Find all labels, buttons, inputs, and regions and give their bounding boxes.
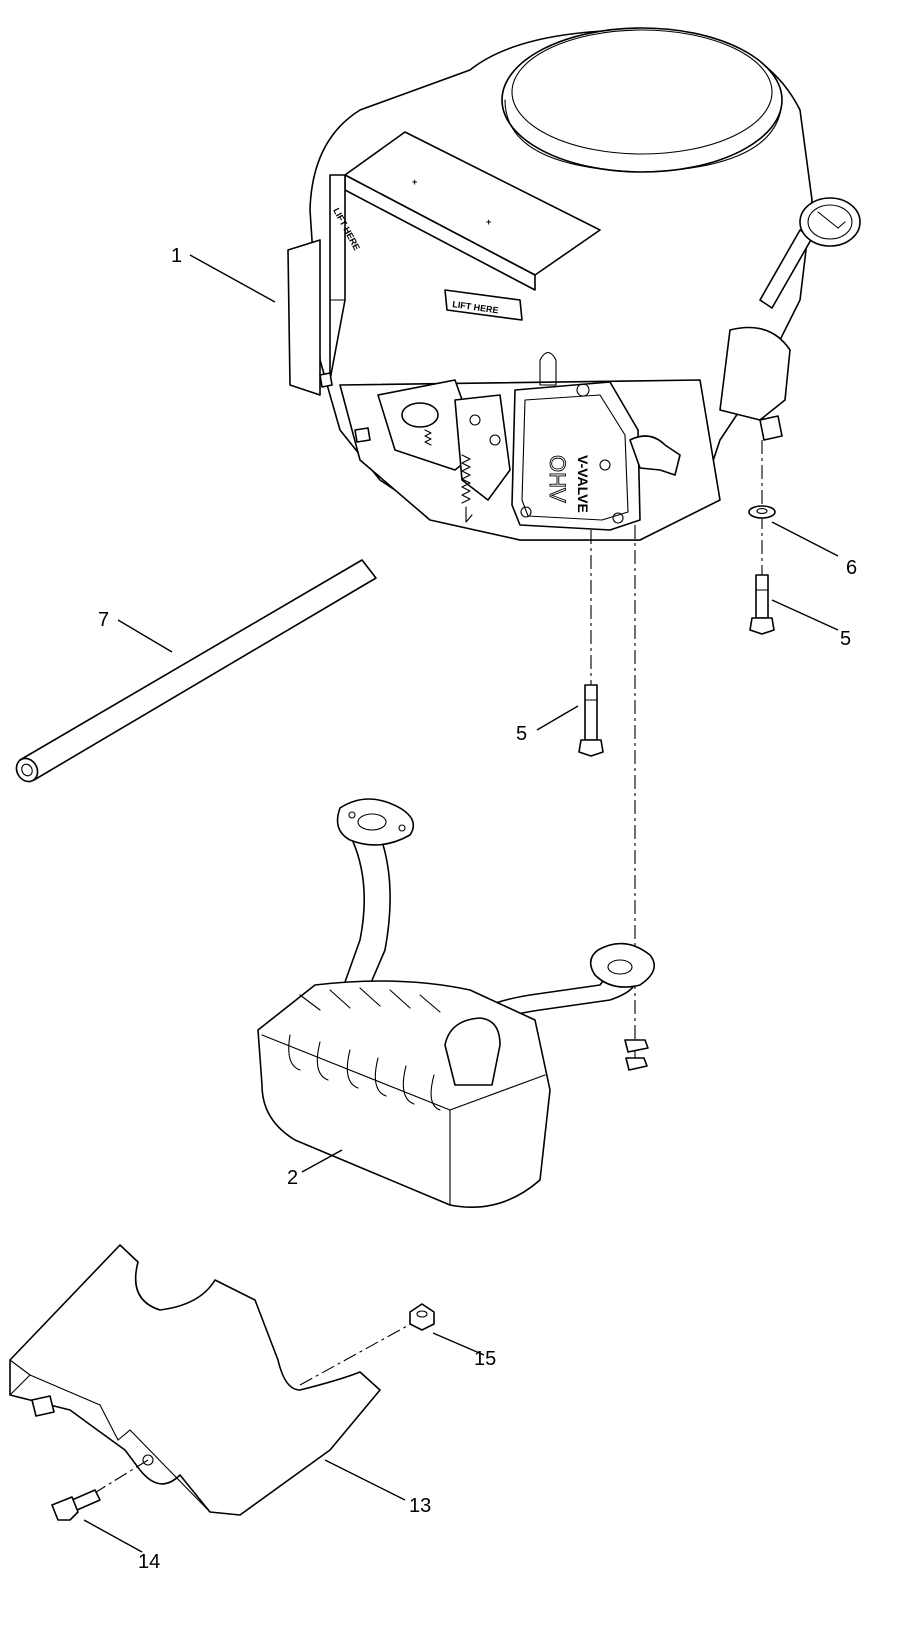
leader-shield-bolt xyxy=(83,1519,143,1553)
washer-part xyxy=(748,505,776,519)
v-valve-marking: V-VALVE xyxy=(575,455,591,513)
callout-bolt-right: 5 xyxy=(840,628,851,650)
ohv-marking: OHV xyxy=(545,455,570,503)
heat-shield-part xyxy=(9,1244,381,1516)
leader-bolt-right xyxy=(771,599,839,631)
bolt-center-part xyxy=(578,684,604,757)
leader-bolt-center xyxy=(536,705,579,731)
svg-text:+: + xyxy=(486,217,491,227)
leader-shield-nut xyxy=(432,1332,485,1356)
svg-text:+: + xyxy=(412,177,417,187)
muffler-nuts xyxy=(624,1039,649,1071)
leader-washer xyxy=(771,521,839,557)
callout-washer: 6 xyxy=(846,557,857,579)
assembly-line-shield-nut xyxy=(299,1319,419,1386)
leader-muffler xyxy=(301,1149,343,1173)
callout-shield-bolt: 14 xyxy=(138,1551,160,1573)
callout-shield-nut: 15 xyxy=(474,1348,496,1370)
leader-engine xyxy=(189,254,276,303)
callout-bolt-center: 5 xyxy=(516,723,527,745)
bolt-right-part xyxy=(749,574,775,635)
tube-part xyxy=(15,559,377,783)
shield-bolt-part xyxy=(51,1489,101,1521)
callout-tube: 7 xyxy=(98,609,109,631)
leader-tube xyxy=(117,619,173,653)
assembly-line-shield-bolt xyxy=(79,1459,149,1503)
callout-engine: 1 xyxy=(171,245,182,267)
engine-assembly: + + LIFT HERE LIFT HERE OHV V- xyxy=(287,27,861,541)
callout-heat-shield: 13 xyxy=(409,1495,431,1517)
muffler-part xyxy=(257,798,656,1208)
shield-nut-part xyxy=(409,1303,435,1331)
leader-heat-shield xyxy=(324,1459,406,1501)
callout-muffler: 2 xyxy=(287,1167,298,1189)
